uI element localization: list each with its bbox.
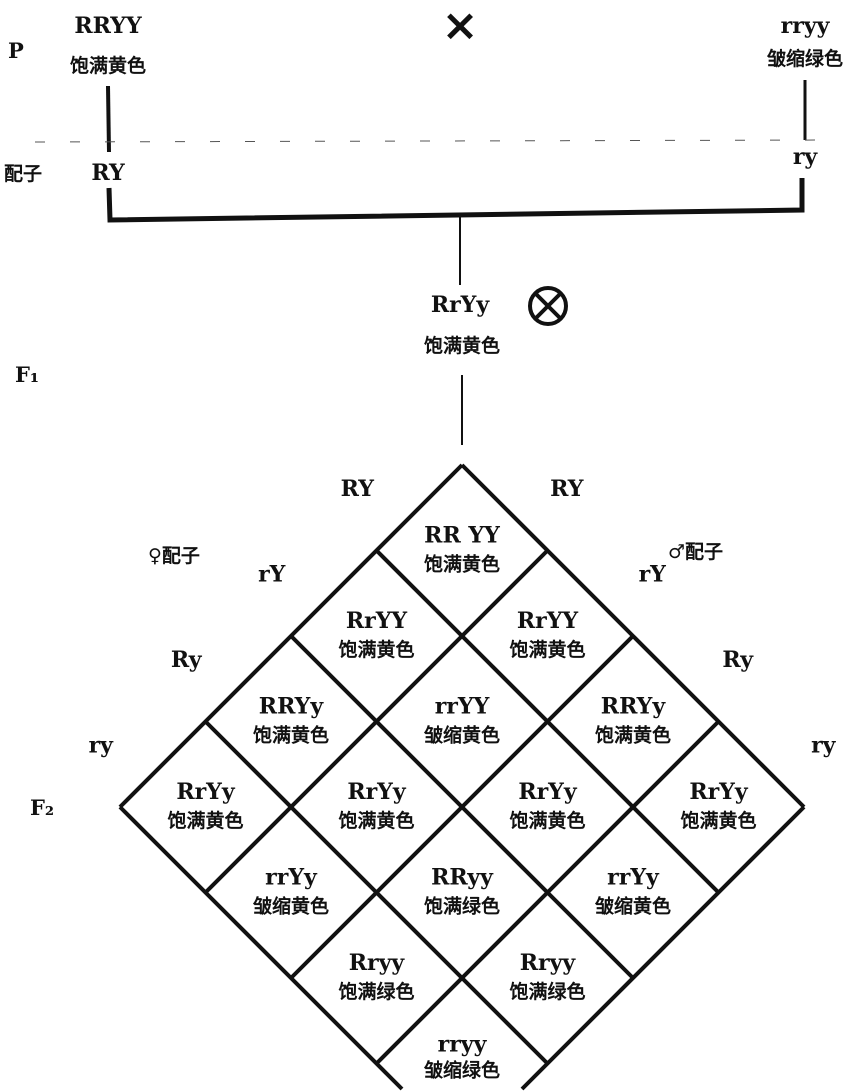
grid-line-down-left <box>375 720 720 1065</box>
punnett-cell: RRyy 饱满绿色 <box>424 865 500 918</box>
parent-left-gamete: RY <box>91 160 125 186</box>
parent-left-phenotype: 饱满黄色 <box>70 54 146 77</box>
parent-right-phenotype: 皱缩绿色 <box>766 47 843 70</box>
punnett-cell: RrYy 饱满黄色 <box>338 779 414 832</box>
cell-genotype: RrYy <box>518 779 578 805</box>
cell-phenotype: 皱缩黄色 <box>594 895 671 918</box>
cell-phenotype: 饱满绿色 <box>509 980 585 1003</box>
cell-genotype: RR YY <box>424 523 500 549</box>
p-generation-label: P <box>8 38 24 63</box>
cell-phenotype: 饱满黄色 <box>338 809 414 832</box>
fertilization-bracket <box>106 178 805 223</box>
punnett-cells: RR YY 饱满黄色 RrYY 饱满黄色 RRYy 饱满黄色 RrYy 饱满黄色 RrYY 饱满黄… <box>167 523 756 1082</box>
f1-generation-label: F₁ <box>15 362 39 387</box>
cell-phenotype: 饱满黄色 <box>680 809 756 832</box>
cell-genotype: Rryy <box>349 950 406 976</box>
cell-phenotype: 饱满绿色 <box>338 980 414 1003</box>
cell-genotype: RrYY <box>517 608 579 634</box>
parent-right-gamete: ry <box>793 144 819 170</box>
cell-phenotype: 饱满黄色 <box>424 553 500 576</box>
cell-genotype: RrYY <box>346 608 408 634</box>
cell-phenotype: 皱缩黄色 <box>423 724 500 747</box>
gamete-label: 配子 <box>4 163 42 185</box>
cell-genotype: rryy <box>438 1032 488 1058</box>
cell-phenotype: 饱满黄色 <box>167 809 243 832</box>
female-gamete: rY <box>258 561 286 587</box>
punnett-cell: Rryy 饱满绿色 <box>509 950 585 1003</box>
left-parent-line <box>106 85 111 153</box>
male-gamete: rY <box>639 561 667 587</box>
punnett-cell: rrYy 皱缩黄色 <box>594 865 671 918</box>
cell-phenotype: 皱缩绿色 <box>423 1059 500 1082</box>
cell-genotype: RRYy <box>601 694 667 720</box>
punnett-cell: RrYy 饱满黄色 <box>509 779 585 832</box>
female-gamete: Ry <box>171 647 203 673</box>
male-gamete: Ry <box>722 647 754 673</box>
punnett-cell: RRYy 饱满黄色 <box>595 694 671 747</box>
cell-genotype: Rryy <box>520 950 577 976</box>
grid-line-down-right <box>118 805 404 1091</box>
female-gamete: RY <box>341 476 375 502</box>
female-gamete: ry <box>89 732 115 758</box>
cell-genotype: RRyy <box>431 865 494 891</box>
male-gamete-label: ♂配子 <box>668 541 723 563</box>
punnett-cell: rrYy 皱缩黄色 <box>252 865 329 918</box>
punnett-grid <box>118 463 806 1091</box>
parent-left-genotype: RRYY <box>74 13 142 39</box>
cell-genotype: rrYY <box>435 694 490 720</box>
grid-line-down-left <box>520 805 806 1091</box>
female-gamete-label: ♀配子 <box>148 545 200 567</box>
cell-genotype: RrYy <box>689 779 749 805</box>
gamete-labels: RY RY rY rY Ry Ry ry ry <box>89 476 837 759</box>
cell-genotype: rrYy <box>265 865 318 891</box>
cell-genotype: RrYy <box>176 779 236 805</box>
punnett-cell: RrYy 饱满黄色 <box>167 779 243 832</box>
f2-generation-label: F₂ <box>30 795 54 820</box>
cell-phenotype: 饱满黄色 <box>509 638 585 661</box>
grid-line-down-right <box>204 720 549 1065</box>
cell-genotype: RRYy <box>259 694 325 720</box>
punnett-cell: rrYY 皱缩黄色 <box>423 694 500 747</box>
cell-phenotype: 饱满绿色 <box>424 895 500 918</box>
selfing-icon <box>528 286 568 326</box>
punnett-cell: RRYy 饱满黄色 <box>253 694 329 747</box>
parent-right-genotype: rryy <box>781 13 831 39</box>
cell-genotype: RrYy <box>347 779 407 805</box>
cell-phenotype: 饱满黄色 <box>595 724 671 747</box>
gamete-divider <box>34 139 841 143</box>
cell-phenotype: 饱满黄色 <box>509 809 585 832</box>
punnett-cell: RrYY 饱满黄色 <box>509 608 585 661</box>
cell-phenotype: 饱满黄色 <box>253 724 329 747</box>
cell-phenotype: 皱缩黄色 <box>252 895 329 918</box>
punnett-cell: RR YY 饱满黄色 <box>424 523 500 576</box>
male-gamete: RY <box>550 476 584 502</box>
punnett-cell: RrYY 饱满黄色 <box>338 608 414 661</box>
punnett-cell: RrYy 饱满黄色 <box>680 779 756 832</box>
grid-line-down-right <box>289 634 635 980</box>
male-gamete: ry <box>811 732 837 758</box>
cell-genotype: rrYy <box>607 865 660 891</box>
f1-phenotype: 饱满黄色 <box>424 334 500 357</box>
punnett-cell: Rryy 饱满绿色 <box>338 950 414 1003</box>
cross-symbol: × <box>442 0 479 51</box>
cell-phenotype: 饱满黄色 <box>338 638 414 661</box>
f1-genotype: RrYy <box>431 292 491 318</box>
